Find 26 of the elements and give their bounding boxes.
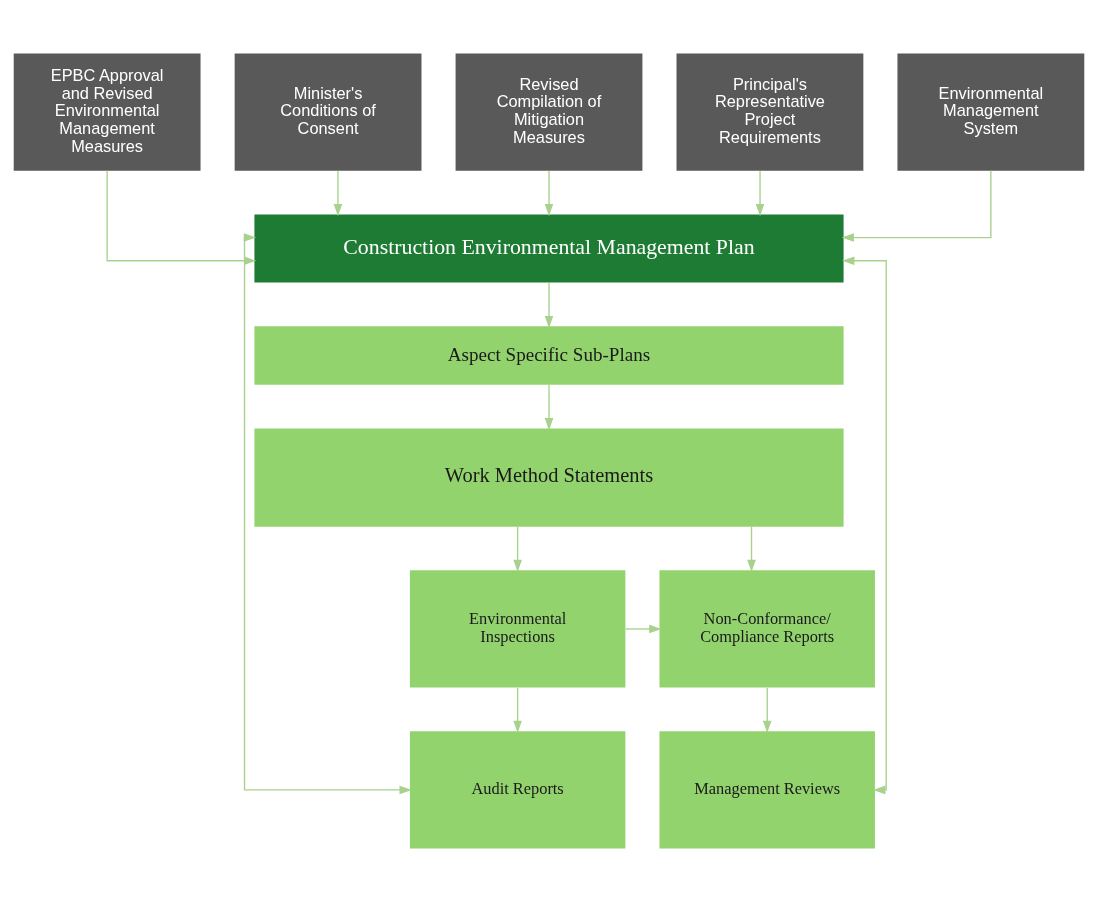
arrow xyxy=(243,233,412,795)
arrow xyxy=(842,256,887,795)
arrow xyxy=(841,170,992,242)
arrow xyxy=(755,170,765,217)
arrow xyxy=(544,170,554,217)
arrow xyxy=(624,624,662,634)
arrow xyxy=(544,384,554,431)
node-box: Aspect Specific Sub-Plans xyxy=(254,326,844,385)
node-box: Revised Compilation of Mitigation Measures xyxy=(455,53,643,171)
node-box: Non-Conformance/ Compliance Reports xyxy=(659,570,875,688)
arrow xyxy=(513,526,522,573)
node-box: Environmental Management System xyxy=(897,53,1085,171)
node-box: Work Method Statements xyxy=(254,428,844,527)
arrow xyxy=(762,687,772,733)
arrow xyxy=(513,687,522,733)
node-box: Construction Environmental Management Plan xyxy=(254,214,844,283)
arrow xyxy=(544,282,554,329)
arrow xyxy=(333,170,343,217)
arrow xyxy=(106,170,257,266)
node-box: Management Reviews xyxy=(659,731,875,849)
node-box: Environmental Inspections xyxy=(409,570,626,688)
arrow xyxy=(747,526,756,573)
node-box: Audit Reports xyxy=(409,731,626,849)
node-box: Minister's Conditions of Consent xyxy=(234,53,422,171)
node-box: EPBC Approval and Revised Environmental Management Measures xyxy=(13,53,201,171)
node-box: Principal's Representative Project Requirements xyxy=(676,53,864,171)
